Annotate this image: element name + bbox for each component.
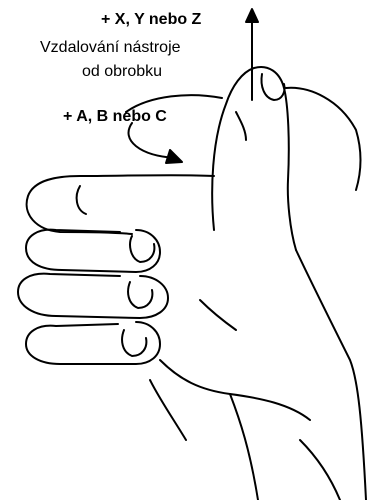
- linear-axis-arrow: [246, 9, 258, 100]
- palm: [150, 88, 366, 500]
- ring-finger: [18, 274, 168, 318]
- thumb: [212, 67, 296, 250]
- little-finger: [26, 322, 160, 364]
- direction-label-line-2: od obrobku: [82, 64, 162, 80]
- rotary-axis-arrow: [126, 95, 222, 163]
- index-finger: [27, 175, 214, 234]
- middle-finger: [26, 230, 160, 272]
- direction-label-line-1: Vzdalování nástroje: [40, 40, 181, 56]
- linear-axes-label: + X, Y nebo Z: [101, 12, 201, 28]
- rotary-axes-label: + A, B nebo C: [63, 109, 167, 125]
